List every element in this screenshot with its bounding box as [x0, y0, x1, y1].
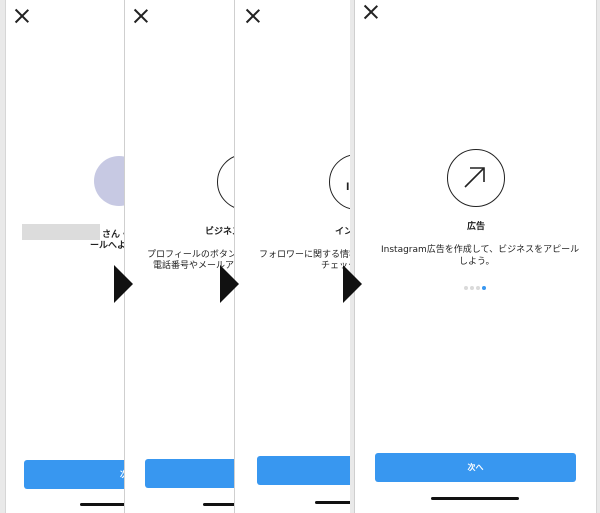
page-dot-active [482, 286, 486, 290]
next-arrow-icon [343, 265, 362, 303]
next-arrow-icon [220, 265, 239, 303]
feature-title: ビジネス [205, 227, 234, 237]
page-dot [476, 286, 480, 290]
onboarding-screen-4: 広告 Instagram広告を作成して、ビジネスをアピール しよう。 次へ [354, 0, 597, 513]
close-icon[interactable] [133, 8, 149, 24]
feature-desc-line1: プロフィールのボタン [147, 250, 234, 260]
next-button[interactable] [145, 459, 234, 488]
feature-desc-line2: 電話番号やメールアト [153, 261, 234, 271]
close-icon[interactable] [14, 8, 30, 24]
onboarding-screen-3: l イン フォロワーに関する情報 チェック [234, 0, 350, 513]
close-icon[interactable] [363, 4, 379, 20]
arrow-up-right-icon [447, 149, 505, 207]
feature-icon-glyph: l [346, 182, 350, 193]
greeting-suffix: さん・ [102, 230, 124, 240]
feature-desc-line1: Instagram広告を作成して、ビジネスをアピール [381, 245, 580, 255]
feature-icon-circle [217, 154, 234, 210]
onboarding-screen-2: ビジネス プロフィールのボタン 電話番号やメールアト [124, 0, 234, 513]
close-icon[interactable] [245, 8, 261, 24]
home-indicator [431, 497, 519, 500]
feature-desc-line1: フォロワーに関する情報 [259, 250, 350, 260]
feature-title: イン [335, 227, 350, 237]
onboarding-screen-1: さん・ ールへよ 次 [5, 0, 124, 513]
page-dot [464, 286, 468, 290]
next-button[interactable] [257, 456, 350, 485]
username-redacted [22, 224, 100, 240]
next-button-label: 次へ [467, 463, 484, 472]
next-button[interactable]: 次へ [375, 453, 576, 482]
next-arrow-icon [114, 265, 133, 303]
feature-desc-line2: しよう。 [459, 257, 495, 267]
avatar [94, 156, 124, 206]
page-dot [470, 286, 474, 290]
next-button[interactable]: 次 [24, 460, 124, 489]
home-indicator [315, 501, 350, 504]
home-indicator [203, 503, 234, 506]
feature-desc-line2: チェック [321, 261, 350, 271]
greeting-line2: ールへよ [90, 241, 124, 251]
home-indicator [80, 503, 124, 506]
feature-title: 広告 [467, 222, 486, 232]
